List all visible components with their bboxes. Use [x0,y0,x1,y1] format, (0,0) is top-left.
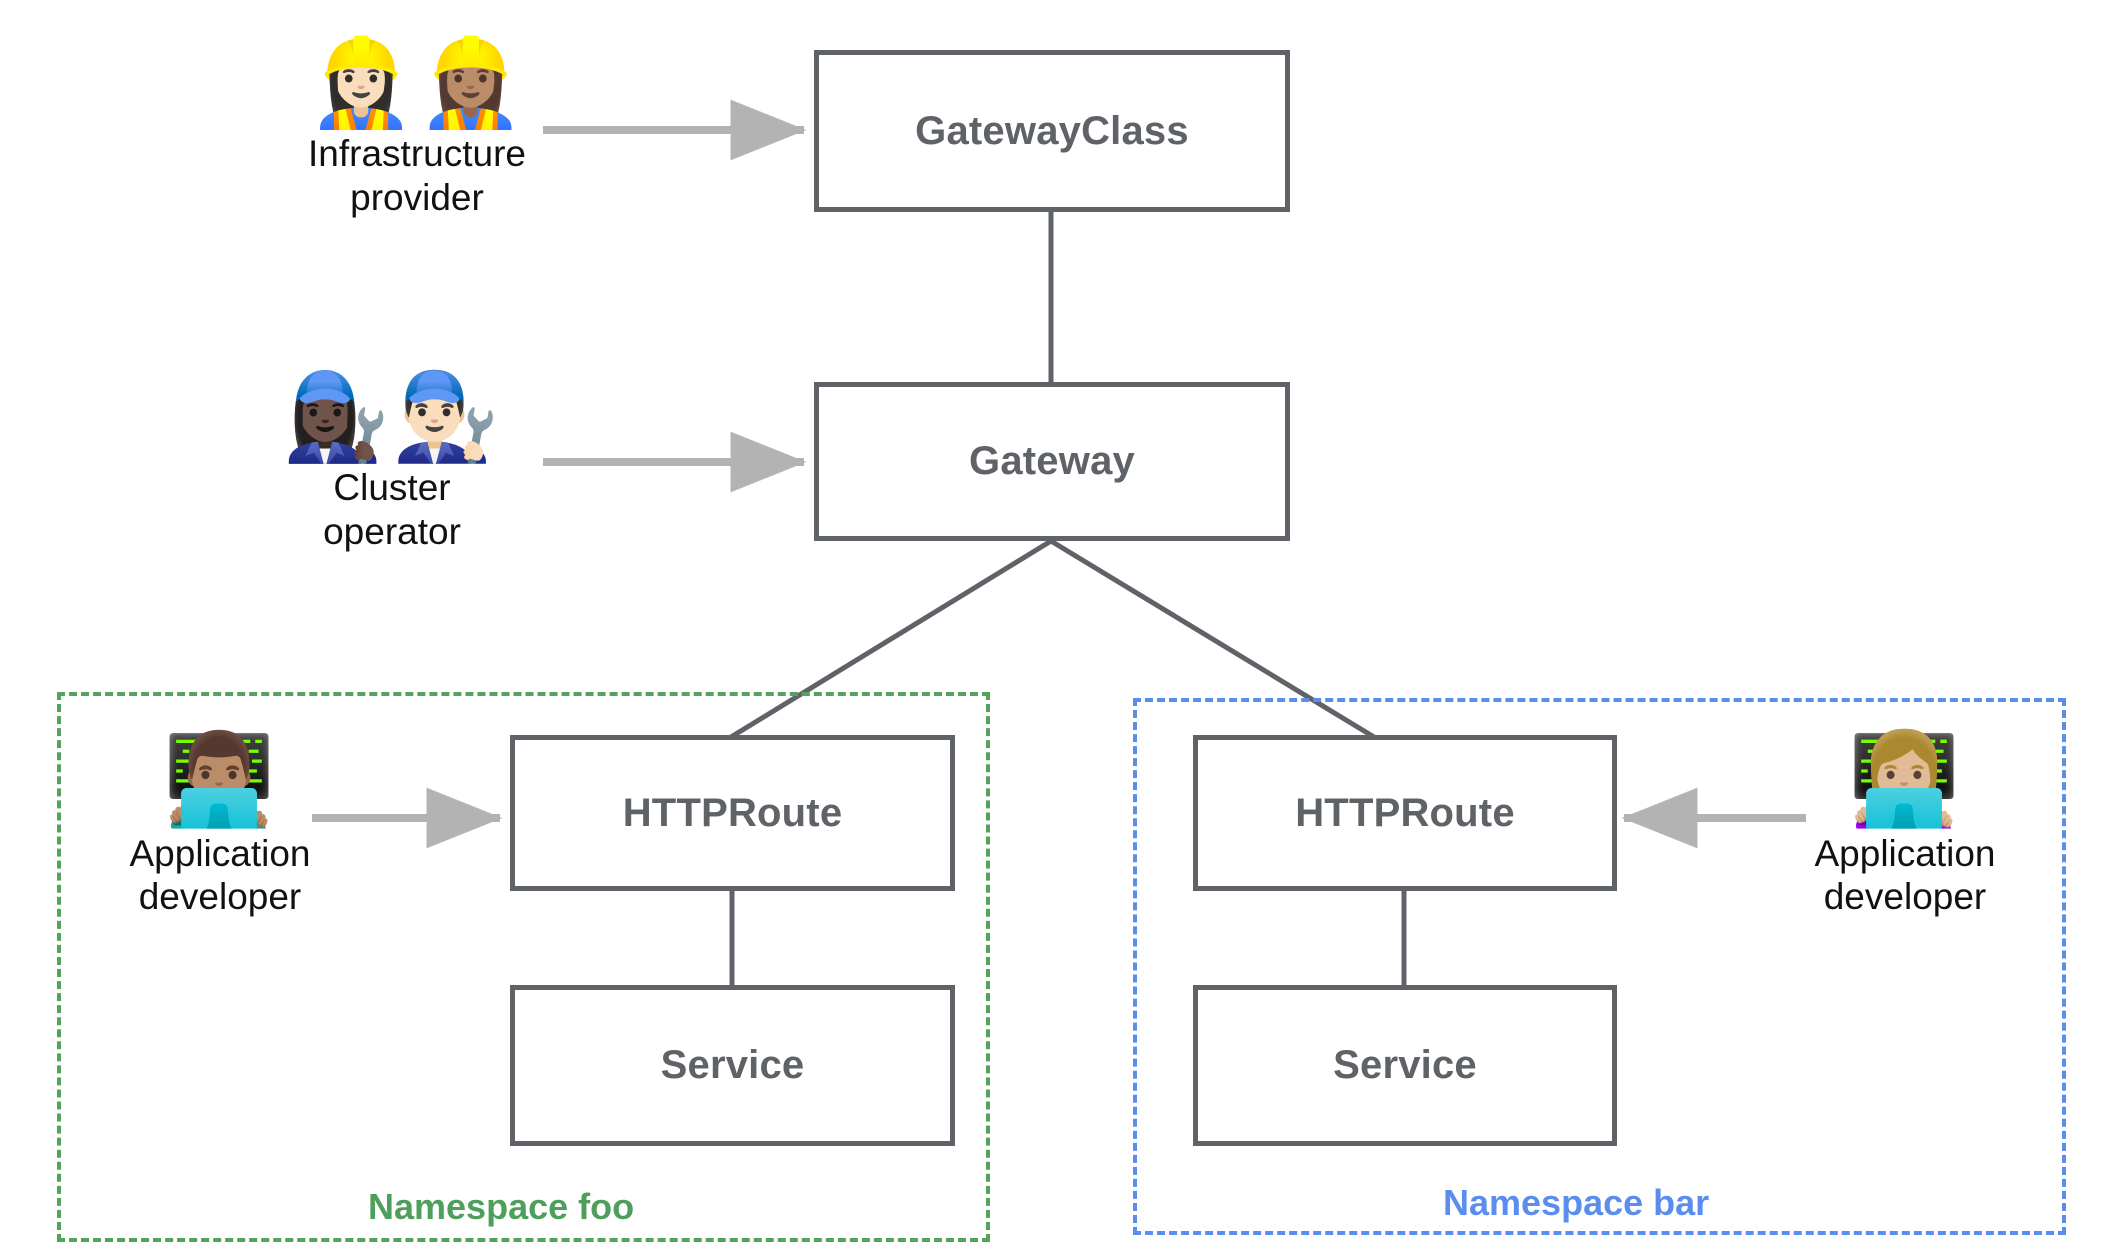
node-service-foo-label: Service [660,1043,805,1087]
node-httproute-bar-label: HTTPRoute [1295,790,1515,835]
node-httproute-foo[interactable]: HTTPRoute [510,735,955,891]
namespace-bar-container [1133,698,2066,1235]
namespace-bar-label: Namespace bar [1443,1182,1710,1223]
persona-application-developer-foo: 👨🏽‍💻 Application developer [50,727,390,919]
node-service-foo[interactable]: Service [510,985,955,1146]
node-httproute-bar[interactable]: HTTPRoute [1193,735,1617,891]
man-technologist-emoji: 👨🏽‍💻 [162,727,278,832]
persona-application-developer-bar-label: Application developer [1814,832,1996,918]
node-gateway-label: Gateway [969,439,1135,483]
node-service-bar[interactable]: Service [1193,985,1617,1146]
namespace-foo-label: Namespace foo [368,1186,635,1227]
persona-infrastructure-provider: 👷🏻‍♀️👷🏽‍♀️ Infrastructure provider [247,38,587,220]
node-gatewayclass[interactable]: GatewayClass [814,50,1290,212]
persona-cluster-operator-label: Cluster operator [323,467,461,552]
persona-application-developer-foo-label: Application developer [129,832,311,918]
mechanic-emoji: 👩🏿‍🔧👨🏻‍🔧 [282,367,502,467]
node-httproute-foo-label: HTTPRoute [622,790,843,835]
node-gateway[interactable]: Gateway [814,382,1290,541]
node-gatewayclass-label: GatewayClass [915,108,1189,153]
persona-application-developer-bar: 👩🏼‍💻 Application developer [1735,727,2075,919]
namespace-foo-container [57,692,990,1242]
persona-infrastructure-provider-label: Infrastructure provider [308,133,526,218]
node-service-bar-label: Service [1333,1043,1477,1087]
persona-cluster-operator: 👩🏿‍🔧👨🏻‍🔧 Cluster operator [222,372,562,554]
woman-technologist-emoji: 👩🏼‍💻 [1847,727,1963,832]
construction-worker-women-emoji: 👷🏻‍♀️👷🏽‍♀️ [307,33,527,133]
